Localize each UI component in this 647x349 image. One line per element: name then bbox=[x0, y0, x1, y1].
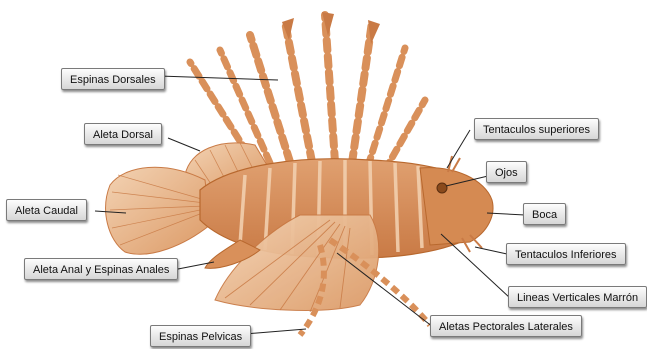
tail-fin bbox=[106, 167, 210, 254]
label-espinas-dorsales: Espinas Dorsales bbox=[61, 68, 165, 90]
label-aletas-pectorales: Aletas Pectorales Laterales bbox=[430, 315, 582, 337]
label-aleta-caudal: Aleta Caudal bbox=[6, 199, 87, 221]
eye bbox=[437, 183, 447, 193]
label-tentaculos-inferiores: Tentaculos Inferiores bbox=[506, 243, 626, 265]
label-aleta-dorsal: Aleta Dorsal bbox=[84, 123, 162, 145]
label-espinas-pelvicas: Espinas Pelvicas bbox=[150, 325, 251, 347]
label-ojos: Ojos bbox=[486, 161, 527, 183]
label-lineas-verticales: Lineas Verticales Marrón bbox=[508, 286, 647, 308]
label-aleta-anal: Aleta Anal y Espinas Anales bbox=[24, 258, 178, 280]
label-boca: Boca bbox=[523, 203, 566, 225]
fish-head bbox=[420, 168, 493, 245]
label-tentaculos-superiores: Tentaculos superiores bbox=[474, 118, 599, 140]
